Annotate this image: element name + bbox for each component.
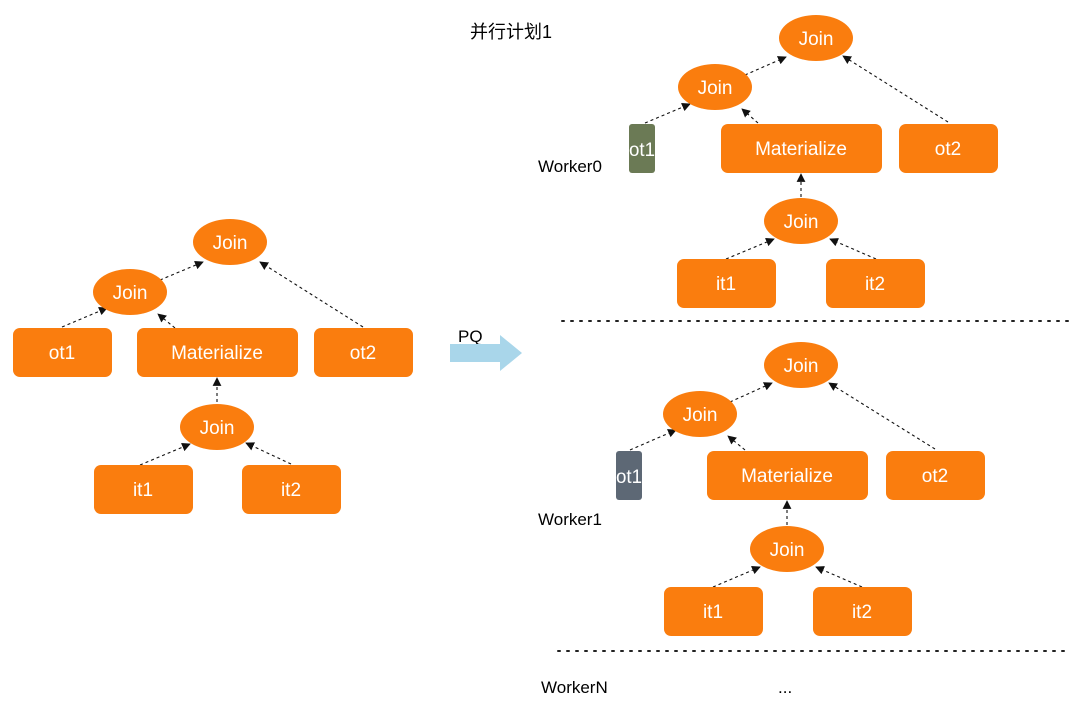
join-node-mid	[93, 269, 167, 315]
edge-w1-ot1-to-join-mid	[629, 429, 677, 451]
edge-w0-it2-to-join-low	[829, 238, 877, 260]
it1-node	[94, 465, 193, 514]
w1-ot2-node	[886, 451, 985, 500]
materialize-node	[137, 328, 298, 377]
w1-join-node-top	[764, 342, 838, 388]
w1-materialize-node	[707, 451, 868, 500]
w0-it1-node	[677, 259, 776, 308]
w0-ot1-node	[629, 124, 655, 173]
w0-join-node-top-label: Join	[799, 29, 834, 50]
pq-transform: PQ	[450, 327, 522, 371]
plan-title: 并行计划1	[470, 22, 552, 42]
w1-join-node-low-label: Join	[770, 540, 805, 561]
it1-node-label: it1	[133, 480, 153, 501]
pq-label: PQ	[458, 327, 483, 346]
w1-join-node-mid-label: Join	[683, 405, 718, 426]
w1-materialize-node-label: Materialize	[741, 466, 833, 487]
edge-w0-ot1-to-join-mid	[644, 103, 691, 124]
edge-join-mid-to-join-top	[159, 260, 204, 281]
edge-w1-materialize-to-join-mid	[727, 435, 746, 451]
materialize-node-label: Materialize	[171, 343, 263, 364]
w0-join-node-mid-label: Join	[698, 78, 733, 99]
w1-it1-node	[664, 587, 763, 636]
w0-it2-node	[826, 259, 925, 308]
workerN-label: WorkerN	[541, 678, 608, 697]
w1-it2-node-label: it2	[852, 602, 872, 623]
join-node-top-label: Join	[213, 233, 248, 254]
original-plan: Join Join ot1 Materialize ot2 Join it1 i…	[13, 219, 413, 514]
ot2-node-label: ot2	[350, 343, 376, 364]
w0-ot2-node-label: ot2	[935, 139, 961, 160]
edge-w0-materialize-to-join-mid	[741, 108, 759, 124]
edge-it1-to-join-low	[139, 443, 191, 466]
w1-it2-node	[813, 587, 912, 636]
ot1-node	[13, 328, 112, 377]
join-node-mid-label: Join	[113, 283, 148, 304]
workerN-ellipsis: ...	[778, 678, 792, 697]
edge-w1-join-mid-to-join-top	[729, 382, 773, 403]
w0-join-node-mid	[678, 64, 752, 110]
worker0-plan: Join Join ot1 Materialize ot2 Worker0 Jo…	[538, 15, 998, 308]
w0-ot2-node	[899, 124, 998, 173]
join-node-low	[180, 404, 254, 450]
w1-ot1-node	[616, 451, 642, 500]
edge-w0-ot2-to-join-top	[842, 55, 949, 123]
edge-ot1-to-join-mid	[61, 307, 108, 328]
edge-w1-it2-to-join-low	[815, 566, 863, 588]
it2-node	[242, 465, 341, 514]
ot2-node	[314, 328, 413, 377]
it2-node-label: it2	[281, 480, 301, 501]
edge-materialize-to-join-mid	[157, 313, 176, 329]
w1-it1-node-label: it1	[703, 602, 723, 623]
edge-it2-to-join-low	[245, 442, 292, 465]
w0-join-node-low	[764, 198, 838, 244]
pq-arrow-icon	[450, 335, 522, 371]
w0-it1-node-label: it1	[716, 274, 736, 295]
join-node-top	[193, 219, 267, 265]
edge-w1-ot2-to-join-top	[828, 382, 936, 450]
ot1-node-label: ot1	[49, 343, 75, 364]
w0-materialize-node	[721, 124, 882, 173]
worker1-plan: Join Join ot1 Materialize ot2 Worker1 Jo…	[538, 342, 985, 636]
worker1-label: Worker1	[538, 510, 602, 529]
w0-join-node-low-label: Join	[784, 212, 819, 233]
w0-join-node-top	[779, 15, 853, 61]
w0-materialize-node-label: Materialize	[755, 139, 847, 160]
worker0-label: Worker0	[538, 157, 602, 176]
w1-join-node-low	[750, 526, 824, 572]
w1-join-node-mid	[663, 391, 737, 437]
w0-it2-node-label: it2	[865, 274, 885, 295]
edge-w0-join-mid-to-join-top	[744, 56, 787, 76]
w0-ot1-node-label: ot1	[629, 140, 655, 161]
edge-w1-it1-to-join-low	[712, 566, 761, 588]
w1-ot2-node-label: ot2	[922, 466, 948, 487]
join-node-low-label: Join	[200, 418, 235, 439]
edge-w0-it1-to-join-low	[725, 237, 775, 260]
edge-ot2-to-join-top	[259, 261, 364, 328]
w1-ot1-node-label: ot1	[616, 467, 642, 488]
w1-join-node-top-label: Join	[784, 356, 819, 377]
